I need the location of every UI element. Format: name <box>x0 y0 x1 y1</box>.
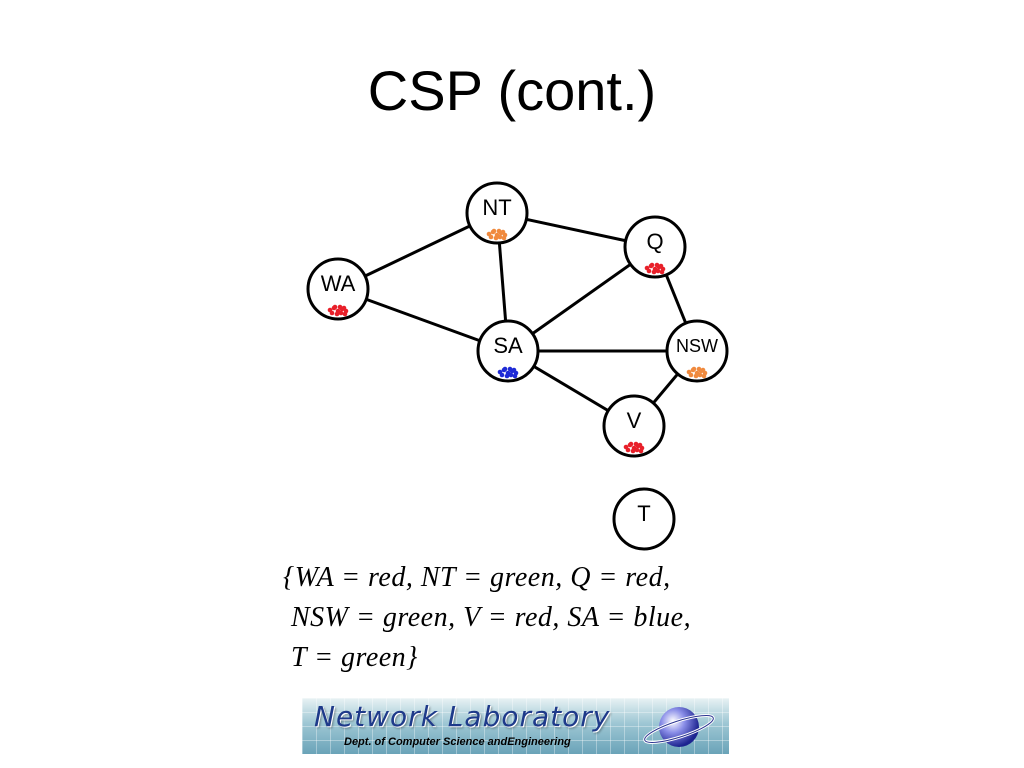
solution-line-3: T = green} <box>291 642 418 673</box>
color-mark-dot <box>507 366 513 372</box>
color-mark-dot <box>337 304 343 310</box>
color-mark-dot <box>691 366 697 372</box>
node-label-wa: WA <box>321 271 356 296</box>
color-mark-dot <box>659 269 665 275</box>
color-mark-sa <box>497 366 519 379</box>
color-mark-dot <box>688 372 694 378</box>
color-mark-dot <box>625 447 631 453</box>
node-t: T <box>612 487 676 551</box>
node-nt: NT <box>465 181 529 245</box>
node-nsw: NSW <box>665 319 729 383</box>
color-mark-dot <box>658 263 664 269</box>
color-mark-dot <box>649 262 655 268</box>
node-circle-v <box>602 394 666 458</box>
node-circle-nsw <box>665 319 729 383</box>
color-mark-dot <box>655 268 661 274</box>
color-mark-dot <box>334 311 340 317</box>
color-mark-dot <box>508 372 514 378</box>
color-mark-dot <box>342 311 348 317</box>
node-label-nt: NT <box>482 195 511 220</box>
node-label-nsw: NSW <box>676 336 718 356</box>
solution-line-2: NSW = green, V = red, SA = blue, <box>291 602 692 633</box>
color-mark-dot <box>500 229 506 235</box>
color-mark-dot <box>329 310 335 316</box>
node-v: V <box>602 394 666 458</box>
node-circle-wa <box>306 257 370 321</box>
color-mark-dot <box>511 367 517 373</box>
color-mark-dot <box>512 373 518 379</box>
node-label-sa: SA <box>493 333 523 358</box>
network-laboratory-logo: Network Laboratory Dept. of Computer Sci… <box>302 698 729 754</box>
color-mark-q <box>644 262 666 275</box>
color-mark-dot <box>693 373 699 379</box>
color-mark-dot <box>488 234 494 240</box>
color-mark-dot <box>651 269 657 275</box>
color-mark-dot <box>497 234 503 240</box>
color-mark-dot <box>696 366 702 372</box>
logo-title: Network Laboratory <box>314 700 611 733</box>
logo-subtitle: Dept. of Computer Science andEngineering <box>344 736 571 748</box>
color-mark-v <box>623 441 645 454</box>
color-mark-dot <box>332 304 338 310</box>
node-circle-sa <box>476 319 540 383</box>
color-mark-dot <box>493 235 499 241</box>
color-mark-dot <box>630 448 636 454</box>
color-mark-dot <box>638 448 644 454</box>
logo-grid-pattern <box>302 698 729 754</box>
node-circle-nt <box>465 181 529 245</box>
planet-icon <box>643 707 715 747</box>
color-mark-dot <box>501 235 507 241</box>
color-mark-dot <box>338 310 344 316</box>
node-circle-t <box>612 487 676 551</box>
node-wa: WA <box>306 257 370 321</box>
graph-nodes: WA NT Q SA NSW V T <box>306 181 729 551</box>
node-circle-q <box>623 215 687 279</box>
node-label-v: V <box>627 408 642 433</box>
color-mark-wa <box>327 304 349 317</box>
color-mark-dot <box>697 372 703 378</box>
node-q: Q <box>623 215 687 279</box>
solution-line-1: {WA = red, NT = green, Q = red, <box>283 562 671 593</box>
color-mark-dot <box>628 441 634 447</box>
color-mark-dot <box>504 373 510 379</box>
color-mark-dot <box>502 366 508 372</box>
color-mark-dot <box>633 441 639 447</box>
color-mark-dot <box>499 372 505 378</box>
color-mark-dot <box>637 442 643 448</box>
node-label-q: Q <box>646 229 663 254</box>
color-mark-dot <box>654 262 660 268</box>
color-mark-dot <box>646 268 652 274</box>
slide-title: CSP (cont.) <box>367 59 657 122</box>
color-mark-dot <box>634 447 640 453</box>
color-mark-nt <box>486 228 508 241</box>
color-mark-dot <box>341 305 347 311</box>
node-sa: SA <box>476 319 540 383</box>
color-mark-dot <box>700 367 706 373</box>
color-mark-nsw <box>686 366 708 379</box>
color-mark-dot <box>496 228 502 234</box>
color-mark-dot <box>491 228 497 234</box>
color-mark-dot <box>701 373 707 379</box>
node-label-t: T <box>637 501 650 526</box>
